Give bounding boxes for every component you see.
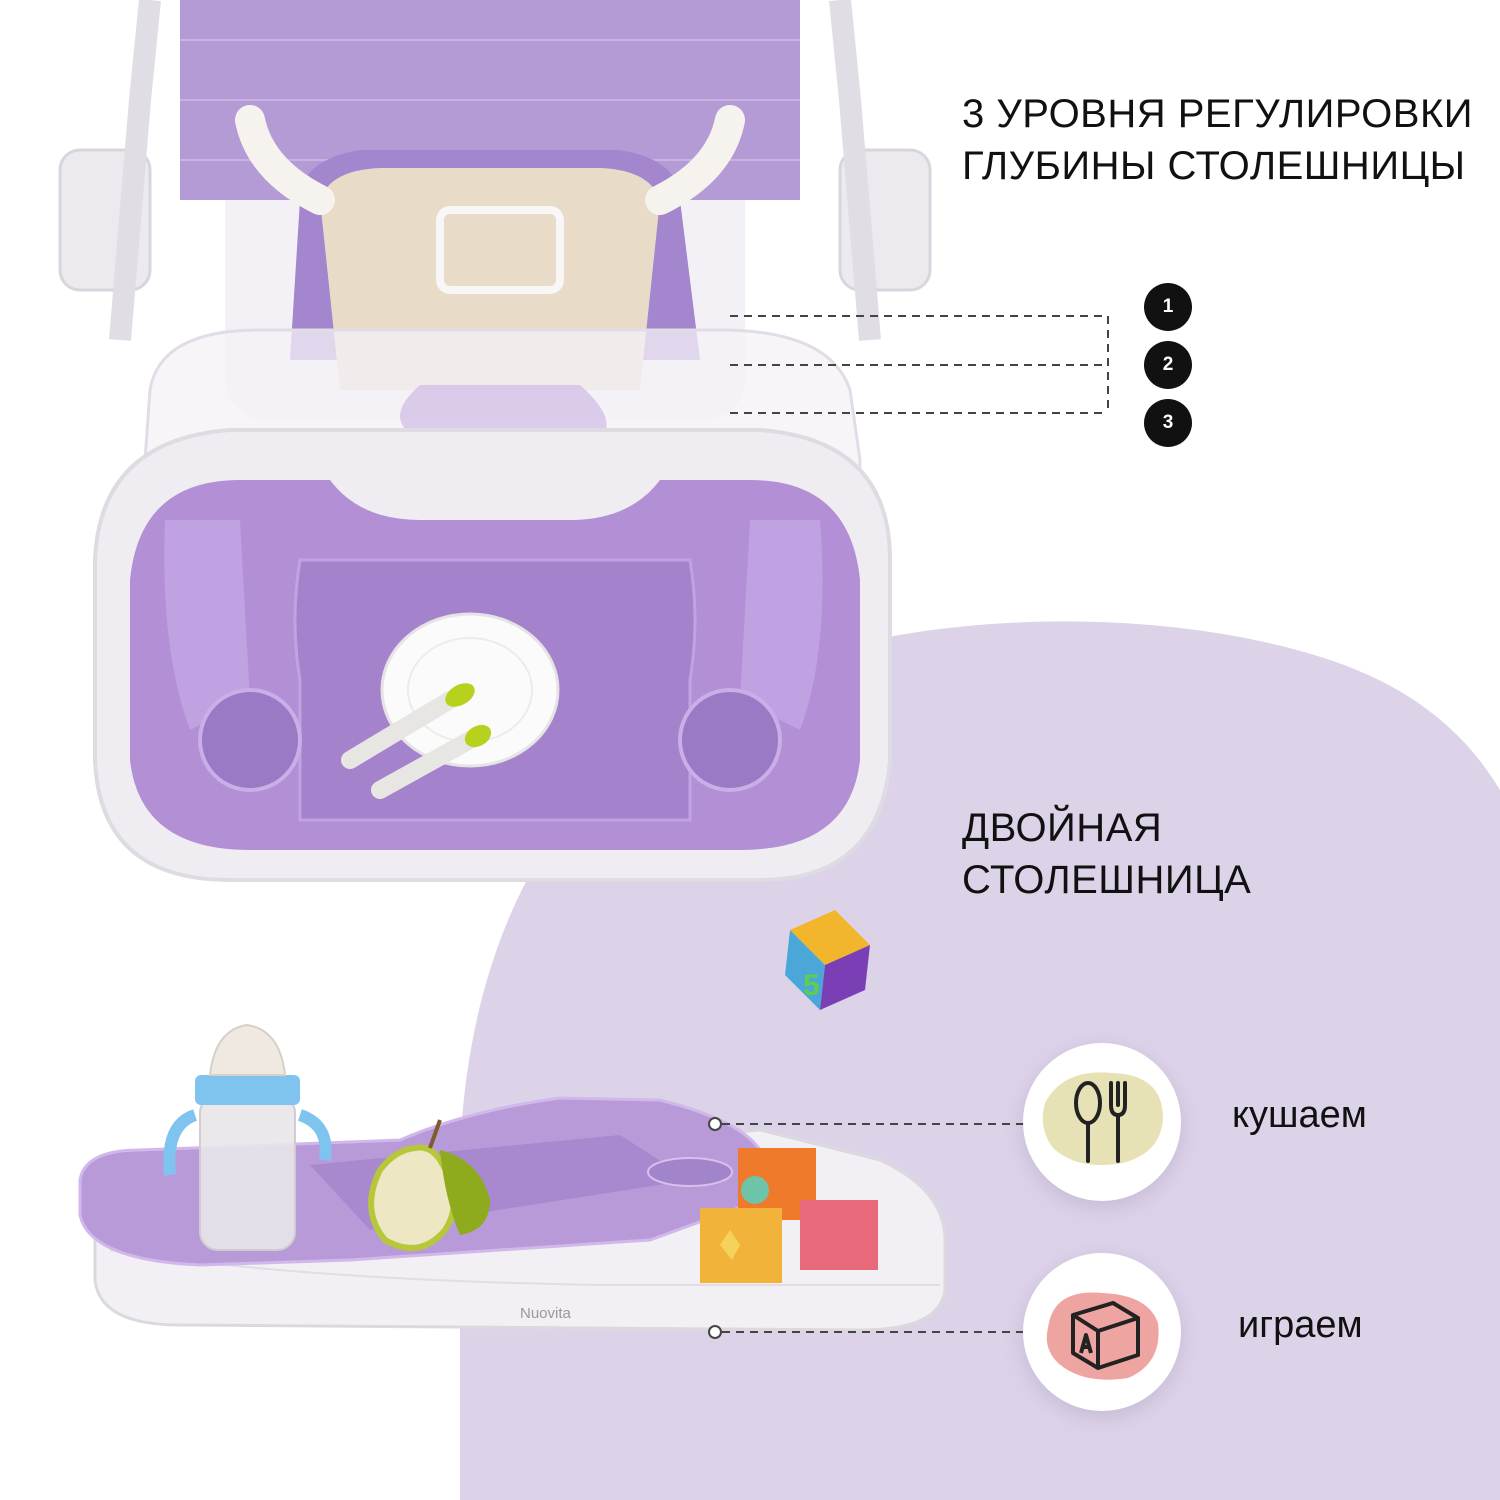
play-feature-label: играем <box>1238 1304 1363 1346</box>
double-tray-heading: ДВОЙНАЯ СТОЛЕШНИЦА <box>962 802 1251 906</box>
level-badge-1: 1 <box>1144 283 1192 331</box>
play-feature-circle <box>1023 1253 1181 1411</box>
depth-levels-heading: 3 УРОВНЯ РЕГУЛИРОВКИ ГЛУБИНЫ СТОЛЕШНИЦЫ <box>962 88 1473 192</box>
double-tray-heading-line-2: СТОЛЕШНИЦА <box>962 858 1252 902</box>
eat-feature-circle <box>1023 1043 1181 1201</box>
depth-levels-heading-line-1: 3 УРОВНЯ РЕГУЛИРОВКИ <box>962 92 1473 136</box>
level-badge-2: 2 <box>1144 341 1192 389</box>
cube-number: 5 <box>803 969 820 1002</box>
level-badge-3: 3 <box>1144 399 1192 447</box>
toy-block-icon <box>1046 1292 1159 1380</box>
depth-levels-heading-line-2: ГЛУБИНЫ СТОЛЕШНИЦЫ <box>962 144 1466 188</box>
double-tray-heading-line-1: ДВОЙНАЯ <box>962 806 1163 850</box>
eat-feature-label: кушаем <box>1232 1094 1367 1136</box>
fork-spoon-icon <box>1042 1072 1163 1166</box>
brand-logo-text: Nuovita <box>520 1305 572 1322</box>
